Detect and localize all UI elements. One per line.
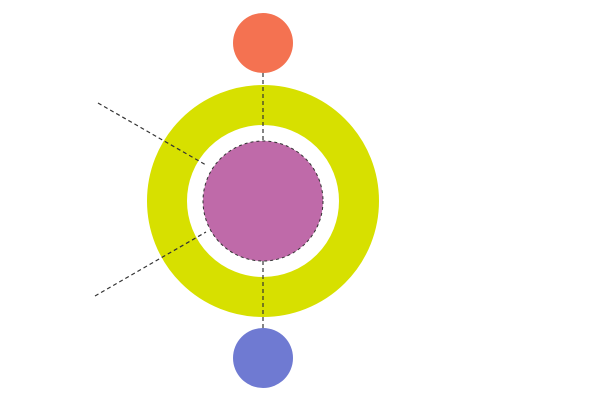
center-node: [203, 141, 323, 261]
bottom-node: [233, 328, 293, 388]
lower-left-connector: [94, 231, 207, 297]
top-node: [233, 13, 293, 73]
center-node-dashed-border: [202, 140, 324, 262]
